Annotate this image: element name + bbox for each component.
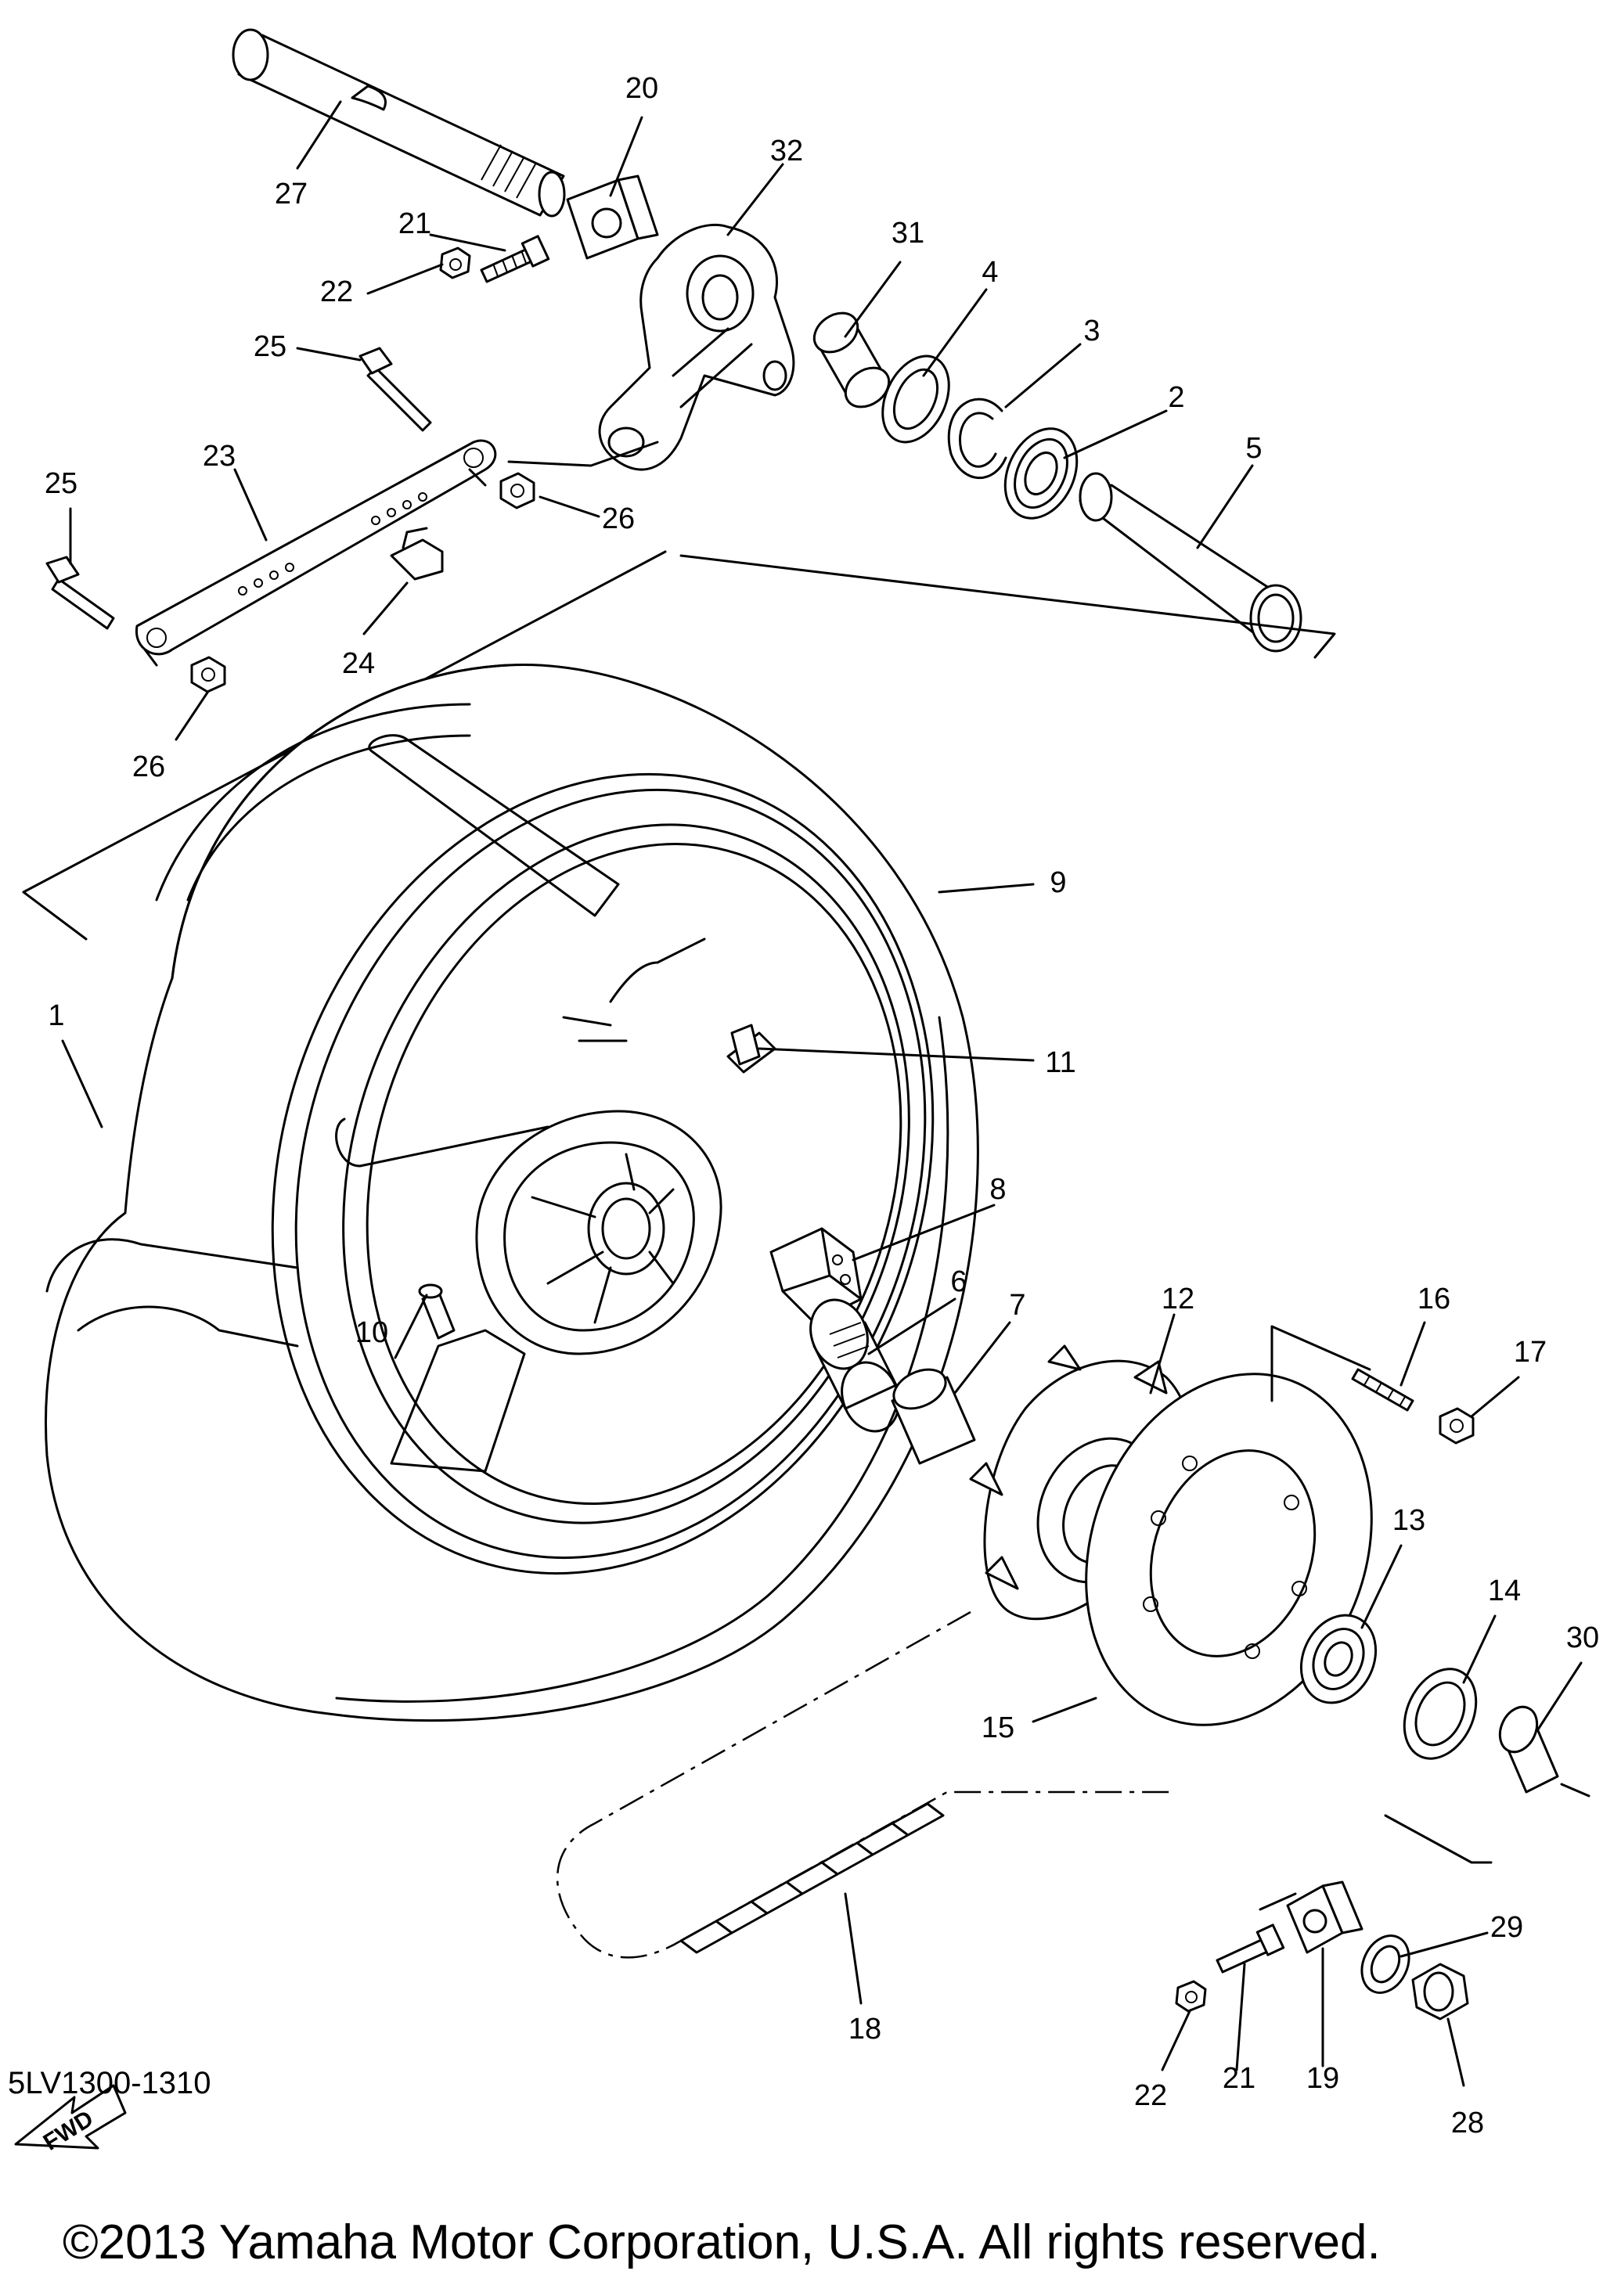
callout-1: 1	[48, 999, 64, 1032]
callout-9: 9	[1050, 866, 1066, 899]
washer-29-drawing	[1360, 1934, 1410, 1994]
callout-6: 6	[950, 1265, 967, 1298]
callout-10: 10	[355, 1316, 388, 1349]
bearing-13-drawing	[1299, 1614, 1378, 1704]
balancer-weight-drawing	[730, 1024, 761, 1066]
oil-seal-14-drawing	[1403, 1668, 1478, 1760]
copyright-notice: ©2013 Yamaha Motor Corporation, U.S.A. A…	[63, 2215, 1381, 2269]
callout-25-lower: 25	[45, 467, 77, 500]
torque-rod-drawing	[135, 439, 497, 667]
part-code: 5LV1300-1310	[8, 2066, 211, 2100]
callout-22-lower: 22	[1134, 2079, 1167, 2112]
circlip-3-drawing	[947, 398, 1007, 480]
drive-chain-drawing	[556, 1610, 1174, 1959]
nut-26-lower-drawing	[190, 656, 226, 693]
lower-nut-22-drawing	[1175, 1980, 1207, 2013]
callout-24: 24	[342, 647, 375, 680]
callout-14: 14	[1488, 1574, 1521, 1607]
callout-12: 12	[1162, 1283, 1194, 1315]
callout-29: 29	[1490, 1911, 1523, 1944]
callout-21-lower: 21	[1223, 2062, 1255, 2095]
collar-30-drawing	[1498, 1705, 1559, 1794]
stud-bolt-16-drawing	[1351, 1368, 1414, 1412]
callout-15: 15	[982, 1711, 1014, 1744]
callout-31: 31	[892, 217, 924, 250]
caliper-bracket-drawing	[598, 223, 795, 471]
bearing-2-drawing	[1003, 427, 1079, 520]
callout-16: 16	[1417, 1283, 1450, 1315]
callout-25-upper: 25	[254, 330, 286, 363]
collar-31-drawing	[812, 311, 891, 408]
callout-2: 2	[1168, 381, 1184, 414]
callout-11: 11	[1045, 1046, 1075, 1079]
callout-26-lower: 26	[132, 750, 165, 783]
oil-seal-4-drawing	[881, 354, 950, 444]
callout-3: 3	[1083, 315, 1100, 347]
callout-13: 13	[1392, 1504, 1425, 1537]
collar-5-drawing	[1079, 472, 1302, 653]
leader-lines	[61, 100, 1583, 2087]
wheel-tire-drawing	[44, 664, 979, 1722]
callout-28: 28	[1451, 2107, 1484, 2139]
callout-27: 27	[275, 178, 308, 211]
collar-7-drawing	[891, 1368, 976, 1465]
adjuster-block-drawing	[566, 175, 659, 260]
callout-30: 30	[1566, 1621, 1599, 1654]
bolt-25-upper-drawing	[358, 347, 432, 432]
bearing-6-drawing	[809, 1298, 900, 1433]
callout-20: 20	[625, 72, 658, 105]
lower-bolt-21-drawing	[1216, 1924, 1285, 1974]
upper-bolt-nut-drawing	[439, 235, 550, 283]
nut-17-drawing	[1439, 1407, 1475, 1445]
callout-17: 17	[1514, 1336, 1547, 1369]
bolt-25-lower-drawing	[45, 556, 115, 630]
callout-4: 4	[982, 256, 998, 289]
callout-5: 5	[1245, 432, 1262, 465]
callout-8: 8	[989, 1173, 1006, 1206]
clip-24-drawing	[390, 527, 444, 581]
rear-axle-drawing	[232, 28, 566, 218]
callout-23: 23	[203, 440, 236, 473]
sprocket-drawing	[1085, 1373, 1373, 1726]
callout-26-upper: 26	[602, 502, 635, 535]
callout-19: 19	[1306, 2062, 1339, 2095]
callout-22-upper: 22	[320, 275, 353, 308]
axle-nut-28-drawing	[1411, 1963, 1469, 2021]
callout-21-upper: 21	[398, 207, 431, 240]
assembly-outline-lower	[1259, 1325, 1590, 1911]
callout-7: 7	[1009, 1289, 1025, 1322]
callout-labels: 20 32 31 4 3 2 5 27 21 22 25 23 25 26 24…	[45, 72, 1599, 2139]
nut-26-upper-drawing	[499, 472, 535, 509]
callout-32: 32	[770, 135, 803, 167]
adjuster-block-19-drawing	[1286, 1880, 1363, 1954]
callout-18: 18	[848, 2013, 881, 2046]
